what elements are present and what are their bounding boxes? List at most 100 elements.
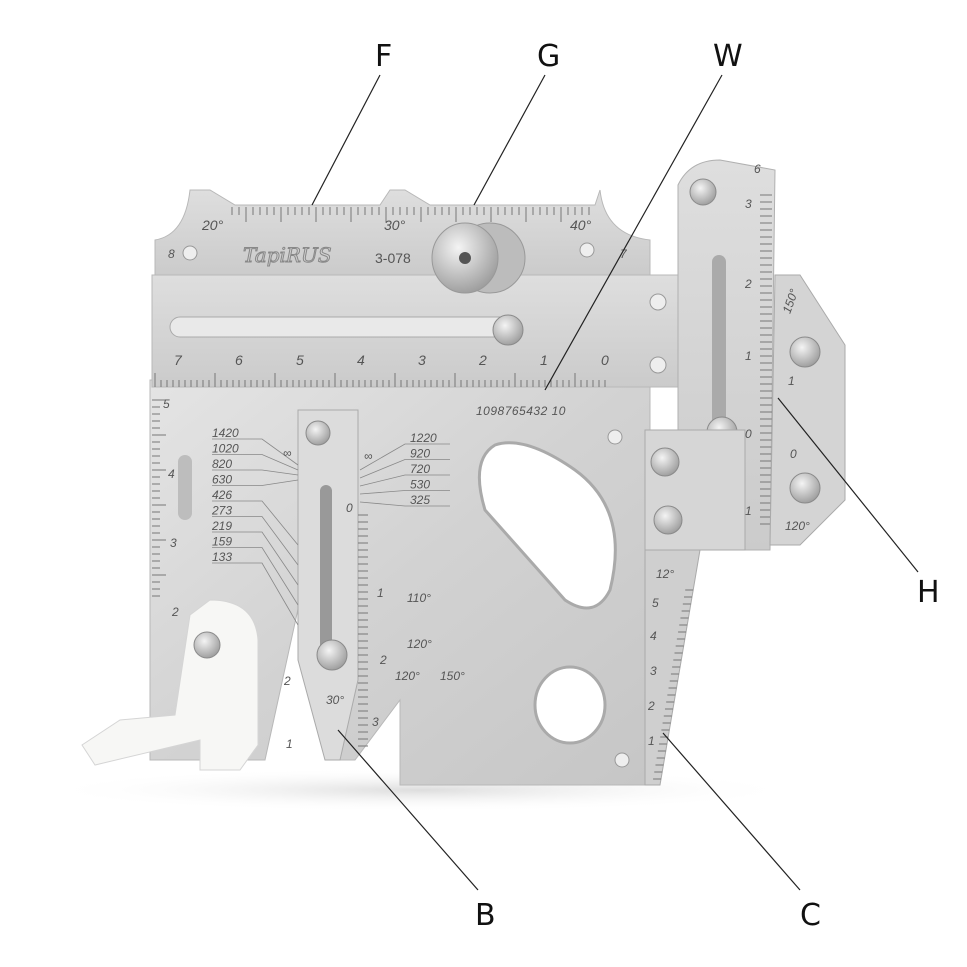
callouts: F G W H B C	[311, 39, 940, 933]
screw	[689, 178, 717, 206]
left-slot	[178, 455, 192, 520]
right-bracket: 150° 1 0 120°	[769, 274, 846, 546]
pipe-diameter-left: 1020	[212, 442, 239, 456]
gauge-body	[149, 379, 651, 786]
main-scale-label: 4	[357, 352, 365, 368]
scale-label: 3	[372, 715, 379, 729]
leader-line	[212, 469, 299, 476]
scale-label: 0	[790, 447, 797, 461]
pipe-diameter-left: 630	[212, 473, 232, 487]
leader-line	[359, 459, 450, 479]
angle-label: 12°	[656, 567, 674, 581]
angle-label: 40°	[570, 217, 592, 233]
wedge-scale: 12° 5 4 3 2 1	[644, 549, 701, 786]
main-scale-label: 3	[418, 352, 426, 368]
pipe-diameter-left: 273	[211, 504, 232, 518]
cutout-large	[477, 441, 617, 610]
scale-label: 3	[745, 197, 752, 211]
leader-line	[212, 479, 299, 486]
top-angle-scale: 20° 30° 40° 8 7 TapiRUS 3-078	[154, 189, 651, 276]
infinity-mark: ∞	[283, 446, 292, 460]
scale-label: 2	[379, 653, 387, 667]
leader-line	[212, 547, 299, 606]
screw	[316, 639, 348, 671]
angle-label: 150°	[440, 669, 465, 683]
scale-label: 0	[346, 501, 353, 515]
scale-label: 2	[171, 605, 179, 619]
main-scale-label: 0	[601, 352, 609, 368]
leader-line	[359, 474, 450, 487]
slot	[169, 316, 516, 338]
angle-label: 110°	[407, 591, 431, 605]
brand-logo: TapiRUS	[243, 243, 332, 267]
slider-bar: 7 6 5 4 3 2 1 0 1098765432 10	[151, 274, 681, 418]
scale-label: 5	[163, 397, 170, 411]
side-plate	[644, 429, 746, 551]
screw	[789, 472, 821, 504]
infinity-mark: ∞	[364, 449, 373, 463]
angle-label: 30°	[326, 693, 344, 707]
leader-line	[212, 516, 299, 566]
scale-label: 1	[286, 737, 293, 751]
hole	[607, 429, 623, 445]
plastic-foot	[81, 599, 259, 771]
main-scale-label: 7	[174, 352, 183, 368]
pipe-diameter-left: 1420	[212, 426, 239, 440]
screw	[492, 314, 524, 346]
hole	[614, 752, 630, 768]
pipe-diameter-left: 219	[211, 519, 232, 533]
scale-label: 4	[168, 467, 175, 481]
leader-line	[359, 501, 450, 507]
hole-label: 8	[168, 247, 175, 261]
pipe-diameter-right: 1220	[410, 431, 437, 445]
callout-f: F	[375, 39, 392, 74]
vernier-scale: 1098765432 10	[476, 404, 566, 418]
angle-label: 20°	[201, 217, 224, 233]
main-scale-label: 2	[478, 352, 487, 368]
screw	[653, 505, 683, 535]
pipe-diameter-left: 133	[212, 550, 232, 564]
leader-line	[212, 531, 299, 586]
hole	[649, 293, 667, 311]
leader-line	[359, 443, 450, 471]
main-scale-label: 6	[235, 352, 243, 368]
scale-label: 2	[744, 277, 752, 291]
hole-label: 7	[620, 247, 628, 261]
hole	[579, 242, 595, 258]
leader-line	[212, 454, 299, 471]
screw	[650, 447, 680, 477]
pipe-diameter-left: 820	[212, 457, 232, 471]
callout-g: G	[537, 39, 560, 74]
leader-line	[212, 562, 299, 626]
angle-label: 120°	[395, 669, 420, 683]
pipe-diameter-right: 325	[410, 493, 430, 507]
thumb-screw-knob	[431, 222, 526, 294]
scale-label: 0	[745, 427, 752, 441]
scale-label: 4	[650, 629, 657, 643]
scale-label: 3	[650, 664, 657, 678]
scale-label: 1	[648, 734, 655, 748]
leader-line	[212, 500, 299, 546]
leader-line	[359, 490, 450, 495]
pipe-diameter-right: 530	[410, 478, 430, 492]
slot	[320, 485, 332, 655]
center-slide	[297, 409, 359, 761]
cutout-round	[533, 665, 607, 745]
screw	[305, 420, 331, 446]
main-scale-label: 5	[296, 352, 304, 368]
main-scale-label: 1	[540, 352, 548, 368]
pipe-diameter-left: 159	[212, 535, 232, 549]
pipe-diameter-right: 920	[410, 447, 430, 461]
scale-label: 1	[745, 349, 752, 363]
angle-label: 120°	[407, 637, 432, 651]
pipe-diameter-left: 426	[212, 488, 232, 502]
scale-label: 6	[754, 162, 761, 176]
pipe-diameter-right: 720	[410, 462, 430, 476]
screw	[789, 336, 821, 368]
callout-c: C	[800, 898, 821, 933]
scale-label: 1	[377, 586, 384, 600]
angle-label: 30°	[384, 217, 406, 233]
scale-label: 5	[652, 596, 659, 610]
scale-label: 3	[170, 536, 177, 550]
